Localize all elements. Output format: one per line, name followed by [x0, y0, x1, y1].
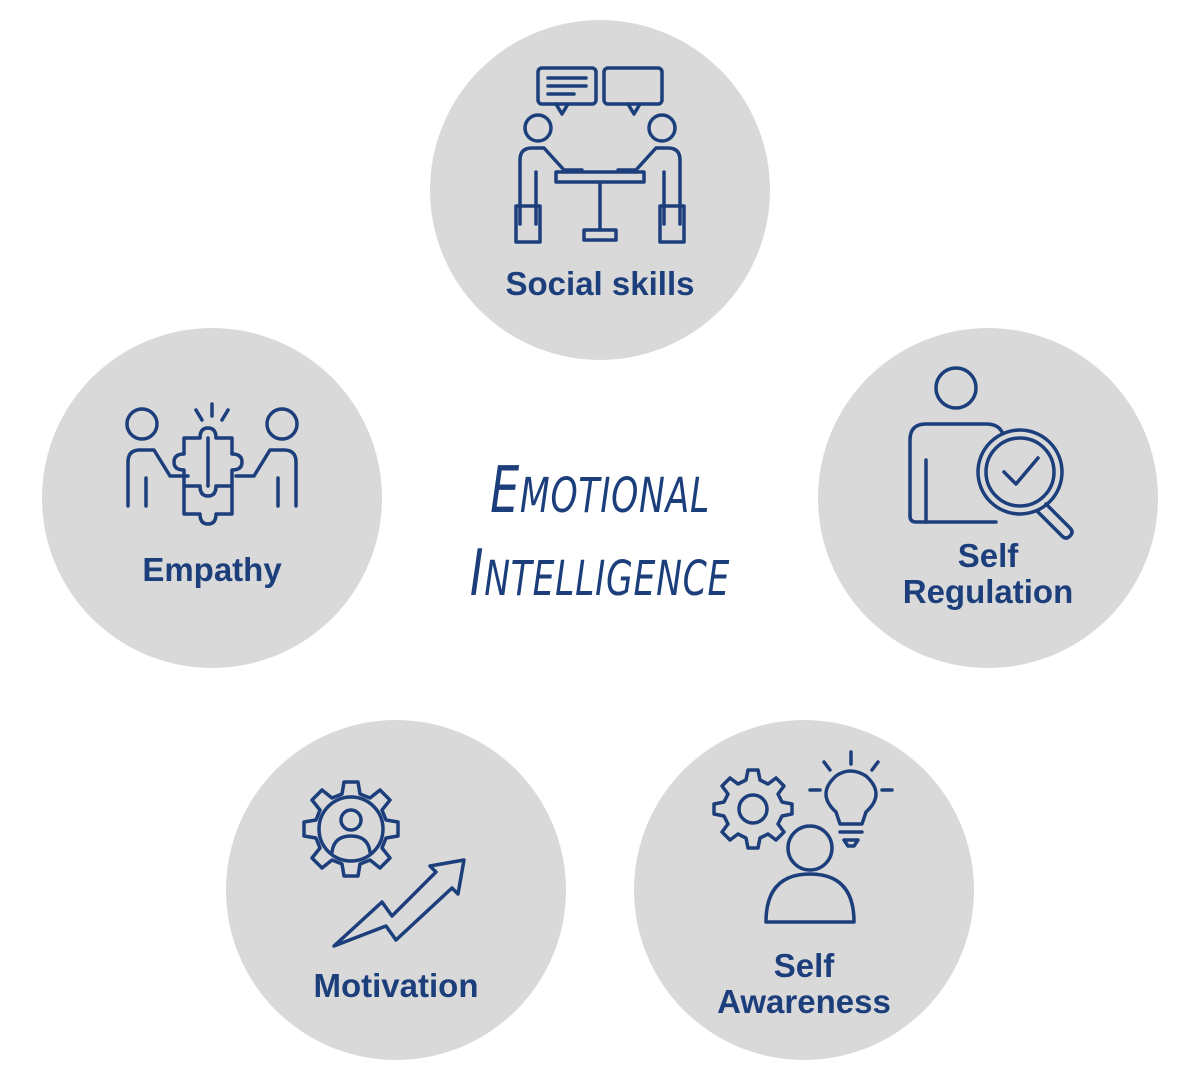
empathy-node: Empathy [42, 328, 382, 668]
self-regulation-label-line1: Self [957, 537, 1019, 574]
motivation-node: Motivation [226, 720, 566, 1060]
person-magnifier-check-icon [900, 366, 1080, 542]
empathy-label: Empathy [142, 551, 282, 588]
title-line-2: INTELLIGENCE [469, 537, 731, 611]
diagram-title: EMOTIONAL INTELLIGENCE [442, 452, 759, 618]
gear-person-arrow-icon [296, 778, 476, 948]
self-regulation-label-line2: Regulation [902, 573, 1074, 610]
self-regulation-label: Self Regulation [818, 538, 1158, 610]
meeting-table-icon [510, 64, 690, 244]
self-regulation-node: Self Regulation [818, 328, 1158, 668]
motivation-label: Motivation [313, 967, 479, 1004]
social-skills-label: Social skills [505, 265, 695, 302]
person-gear-lightbulb-icon [712, 750, 902, 930]
puzzle-people-icon [124, 402, 300, 528]
self-awareness-node: Self Awareness [634, 720, 974, 1060]
self-awareness-label: Self Awareness [634, 948, 974, 1020]
title-line-1: EMOTIONAL [490, 454, 710, 528]
self-awareness-label-line1: Self [773, 947, 835, 984]
self-awareness-label-line2: Awareness [717, 983, 891, 1020]
social-skills-node: Social skills [430, 20, 770, 360]
